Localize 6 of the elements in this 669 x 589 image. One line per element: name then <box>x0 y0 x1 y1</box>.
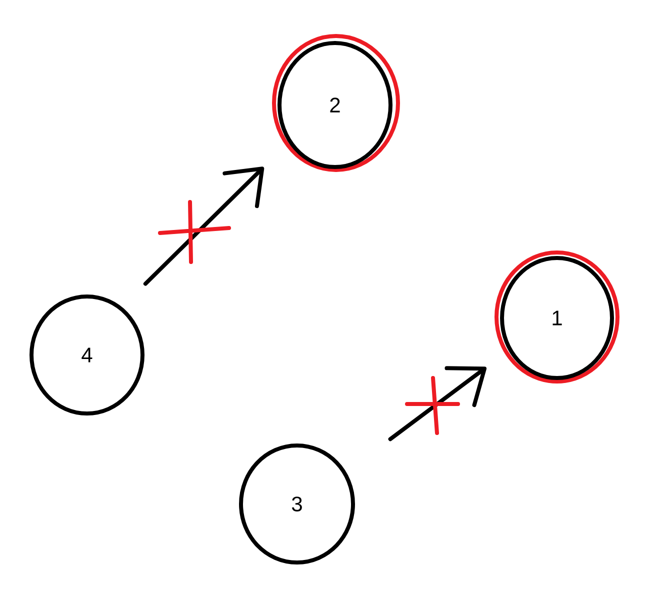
circle-node: 4 <box>30 294 144 416</box>
circle-node: 3 <box>239 444 355 564</box>
circle-node: 2 <box>278 41 392 169</box>
arrow <box>143 166 264 286</box>
arrow <box>388 366 487 442</box>
circle-node: 1 <box>500 256 614 380</box>
